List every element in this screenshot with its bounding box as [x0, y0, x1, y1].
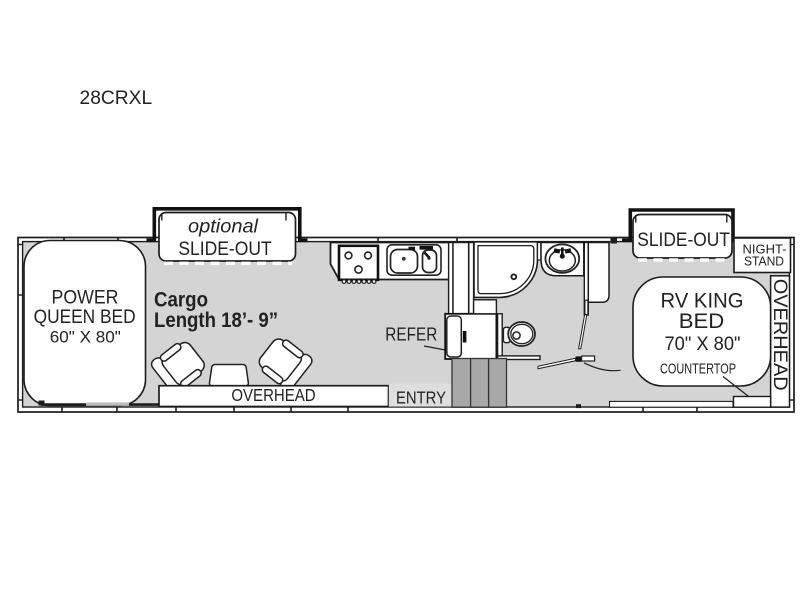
svg-text:REFER: REFER [385, 324, 437, 344]
svg-text:OVERHEAD: OVERHEAD [231, 385, 315, 405]
svg-text:SLIDE-OUT: SLIDE-OUT [637, 229, 730, 251]
svg-text:SLIDE-OUT: SLIDE-OUT [178, 238, 271, 260]
svg-text:POWER: POWER [52, 287, 119, 309]
svg-text:optional: optional [188, 217, 259, 238]
svg-text:RV KING: RV KING [661, 288, 744, 312]
svg-text:STAND: STAND [744, 254, 784, 268]
svg-text:ENTRY: ENTRY [396, 388, 446, 408]
svg-text:Cargo: Cargo [154, 289, 208, 312]
svg-text:BED: BED [679, 309, 725, 333]
svg-text:QUEEN BED: QUEEN BED [34, 306, 136, 328]
svg-text:70" X 80": 70" X 80" [665, 333, 741, 355]
svg-text:COUNTERTOP: COUNTERTOP [660, 362, 736, 378]
svg-text:28CRXL: 28CRXL [80, 87, 153, 109]
svg-text:OVERHEAD: OVERHEAD [769, 279, 790, 391]
svg-text:NIGHT-: NIGHT- [743, 242, 787, 256]
svg-text:60" X 80": 60" X 80" [50, 327, 121, 346]
svg-text:Length 18’- 9”: Length 18’- 9” [154, 309, 278, 332]
